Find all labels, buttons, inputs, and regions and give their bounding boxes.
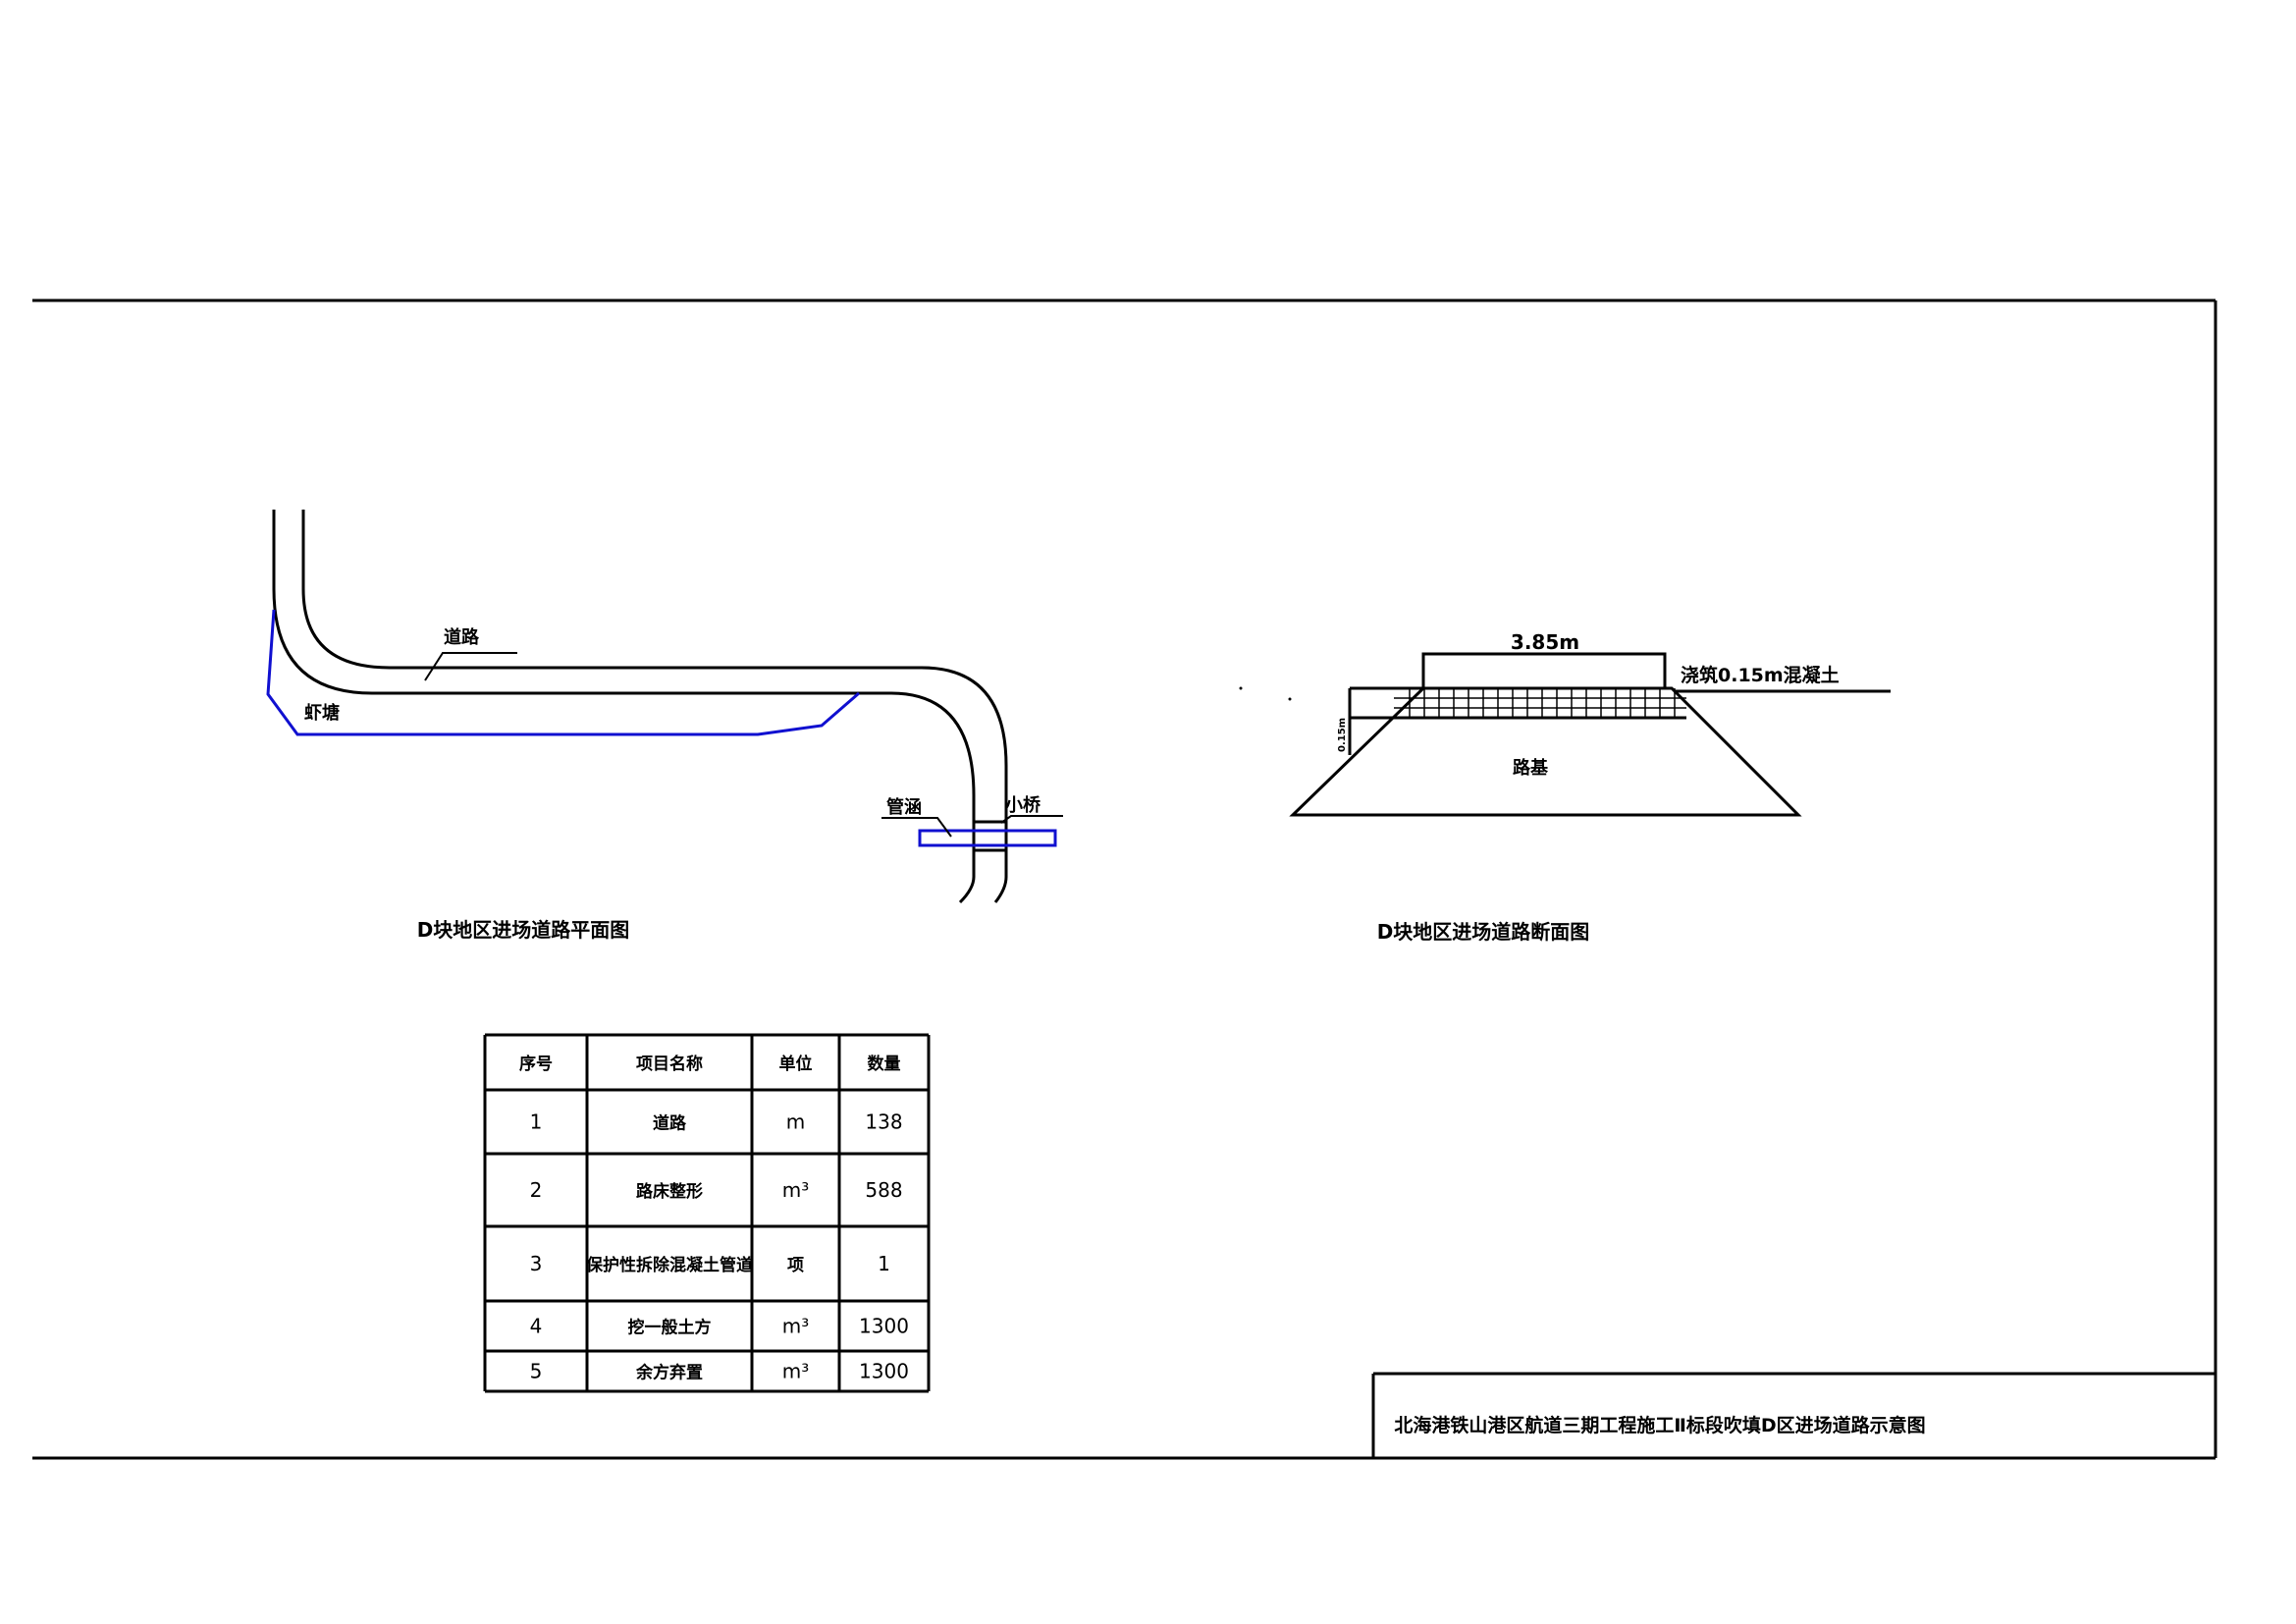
concrete-label: 浇筑0.15m混凝土 — [1681, 664, 1840, 686]
shrimp-pond-boundary — [266, 609, 860, 736]
section-view: 3.85m 0.15m 浇筑0.15m混凝土 路基 D块地区进场道路断面图 — [1239, 630, 1891, 944]
table-cell: 588 — [865, 1178, 902, 1202]
width-label: 3.85m — [1511, 630, 1579, 654]
pond-label: 虾塘 — [304, 702, 340, 724]
table-cell: 3 — [530, 1252, 543, 1275]
width-dimension — [1421, 652, 1667, 688]
thickness-label: 0.15m — [1337, 718, 1348, 752]
bridge-label: 小桥 — [1005, 794, 1041, 816]
table-cell: 138 — [865, 1110, 902, 1134]
table-cell: 1300 — [859, 1360, 909, 1383]
plan-view: 道路 虾塘 管涵 小桥 D块地区进场道路平面图 — [266, 510, 1063, 942]
table-cell: m³ — [782, 1360, 810, 1383]
drawing-title: 北海港铁山港区航道三期工程施工Ⅱ标段吹填D区进场道路示意图 — [1394, 1414, 1925, 1436]
subgrade-trapezoid — [1289, 686, 1802, 817]
table-cell: 道路 — [653, 1113, 687, 1134]
table-cell: 1 — [530, 1110, 543, 1134]
bridge-leader — [1000, 815, 1063, 824]
road-outer-edge — [272, 510, 976, 904]
plan-title: D块地区进场道路平面图 — [417, 918, 630, 942]
drawing-frame — [32, 298, 2217, 1460]
table-cell: m³ — [782, 1315, 810, 1338]
table-header: 单位 — [779, 1054, 813, 1074]
quantity-table: 序号 项目名称 单位 数量 1 道路 m 138 2 路床整形 m³ 588 3 保护性拆除混凝土管道 项 1… — [483, 1033, 931, 1393]
road-label: 道路 — [444, 626, 480, 648]
culvert-leader — [881, 817, 952, 838]
table-cell: 1 — [878, 1252, 890, 1275]
table-cell: 2 — [530, 1178, 543, 1202]
section-title: D块地区进场道路断面图 — [1377, 920, 1590, 944]
road-inner-edge — [301, 510, 1008, 903]
table-cell: 5 — [530, 1360, 543, 1383]
culvert-label: 管涵 — [886, 796, 922, 818]
table-cell: 1300 — [859, 1315, 909, 1338]
road-leader — [424, 652, 517, 681]
title-block: 北海港铁山港区航道三期工程施工Ⅱ标段吹填D区进场道路示意图 — [1371, 1372, 2216, 1458]
table-cell: 路床整形 — [636, 1181, 703, 1202]
table-cell: m³ — [782, 1178, 810, 1202]
table-cell: 余方弃置 — [635, 1363, 703, 1383]
culvert-pipe — [918, 829, 1057, 847]
subgrade-label: 路基 — [1513, 757, 1549, 779]
table-cell: m — [786, 1110, 805, 1134]
table-cell: 保护性拆除混凝土管道 — [585, 1255, 753, 1275]
table-header: 数量 — [868, 1054, 901, 1074]
table-cell: 项 — [787, 1256, 804, 1275]
table-cell: 4 — [530, 1315, 543, 1338]
table-header: 序号 — [519, 1054, 553, 1074]
concrete-hatch — [1394, 688, 1686, 718]
table-cell: 挖一般土方 — [628, 1318, 712, 1338]
table-header: 项目名称 — [636, 1054, 703, 1074]
